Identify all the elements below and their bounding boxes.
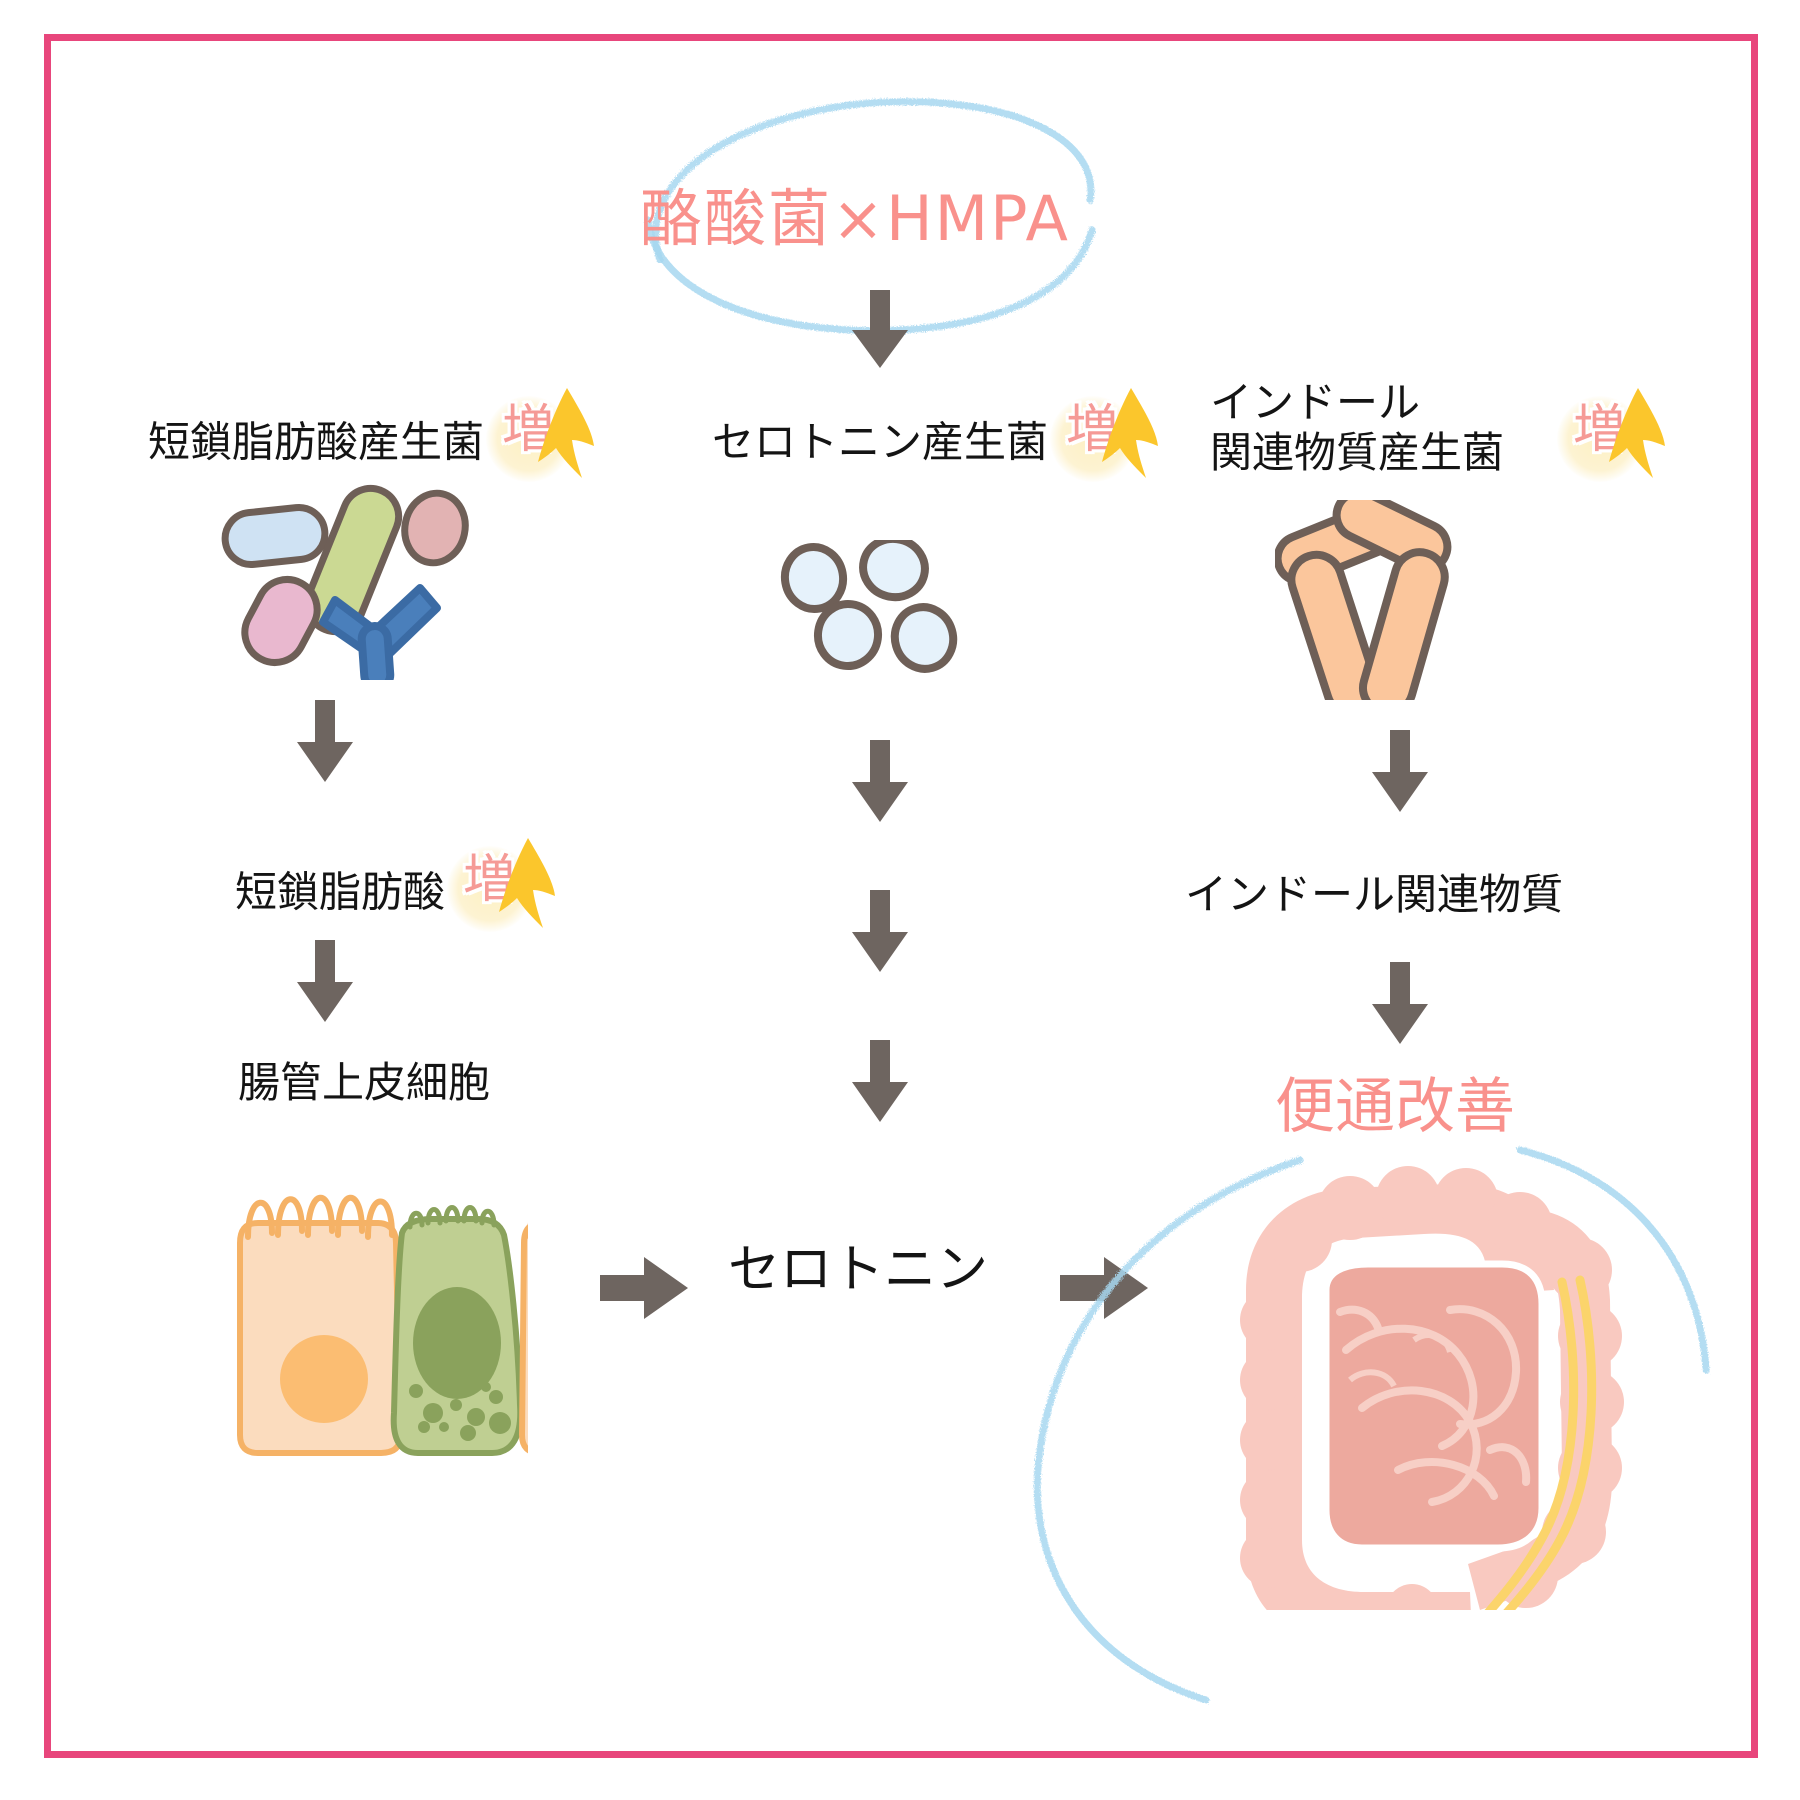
column-heading-scfa: 短鎖脂肪酸産生菌増 <box>148 388 595 482</box>
step-label-scfa: 短鎖脂肪酸増 <box>235 838 556 932</box>
arrow-up-badge-icon <box>499 838 556 928</box>
arrow-right-icon <box>600 1257 688 1319</box>
arrow-down-icon <box>1372 962 1428 1044</box>
figure-title: 酪酸菌×HMPA <box>640 182 1070 255</box>
badge-increase-indole-bacteria: 増 <box>1555 388 1665 482</box>
arrow-down-icon <box>852 890 908 972</box>
step-label-indole-compounds: インドール関連物質 <box>1185 870 1564 919</box>
intestinal-epithelial-cells-icon <box>237 1194 528 1456</box>
badge-increase-serotonin-bacteria: 増 <box>1048 388 1159 482</box>
arrow-up-badge-icon <box>1609 388 1665 478</box>
arrow-up-badge-icon <box>1102 388 1159 478</box>
arrow-down-icon <box>297 700 353 782</box>
arrow-down-icon <box>297 940 353 1022</box>
output-label-serotonin: セロトニン <box>728 1240 989 1300</box>
cocci-bacteria-cluster-icon <box>780 540 958 673</box>
arrow-up-badge-icon <box>538 388 595 478</box>
large-intestine-icon <box>1240 1166 1624 1610</box>
outcome-label: 便通改善 <box>1275 1072 1515 1142</box>
arrow-right-icon <box>1060 1257 1148 1319</box>
column-heading-serotonin: セロトニン産生菌増 <box>712 388 1159 482</box>
column-heading-serotonin-text: セロトニン産生菌 <box>712 417 1049 467</box>
step-label-epithelium: 腸管上皮細胞 <box>238 1058 491 1107</box>
step-label-scfa-text: 短鎖脂肪酸 <box>235 867 446 917</box>
orange-rod-bacteria-cluster-icon <box>1275 500 1452 700</box>
rod-bacteria-cluster-icon <box>221 484 469 680</box>
column-heading-indole-line1: インドール <box>1210 378 1421 427</box>
arrow-down-icon <box>852 290 908 368</box>
arrow-down-icon <box>852 740 908 822</box>
arrow-down-icon <box>1372 730 1428 812</box>
arrow-down-icon <box>852 1040 908 1122</box>
column-heading-scfa-text: 短鎖脂肪酸産生菌 <box>148 417 485 467</box>
badge-increase-scfa: 増 <box>445 838 556 932</box>
column-heading-indole: インドール 関連物質産生菌 <box>1210 378 1504 479</box>
badge-increase-scfa-bacteria: 増 <box>484 388 595 482</box>
column-heading-indole-line2: 関連物質産生菌 <box>1210 428 1505 478</box>
